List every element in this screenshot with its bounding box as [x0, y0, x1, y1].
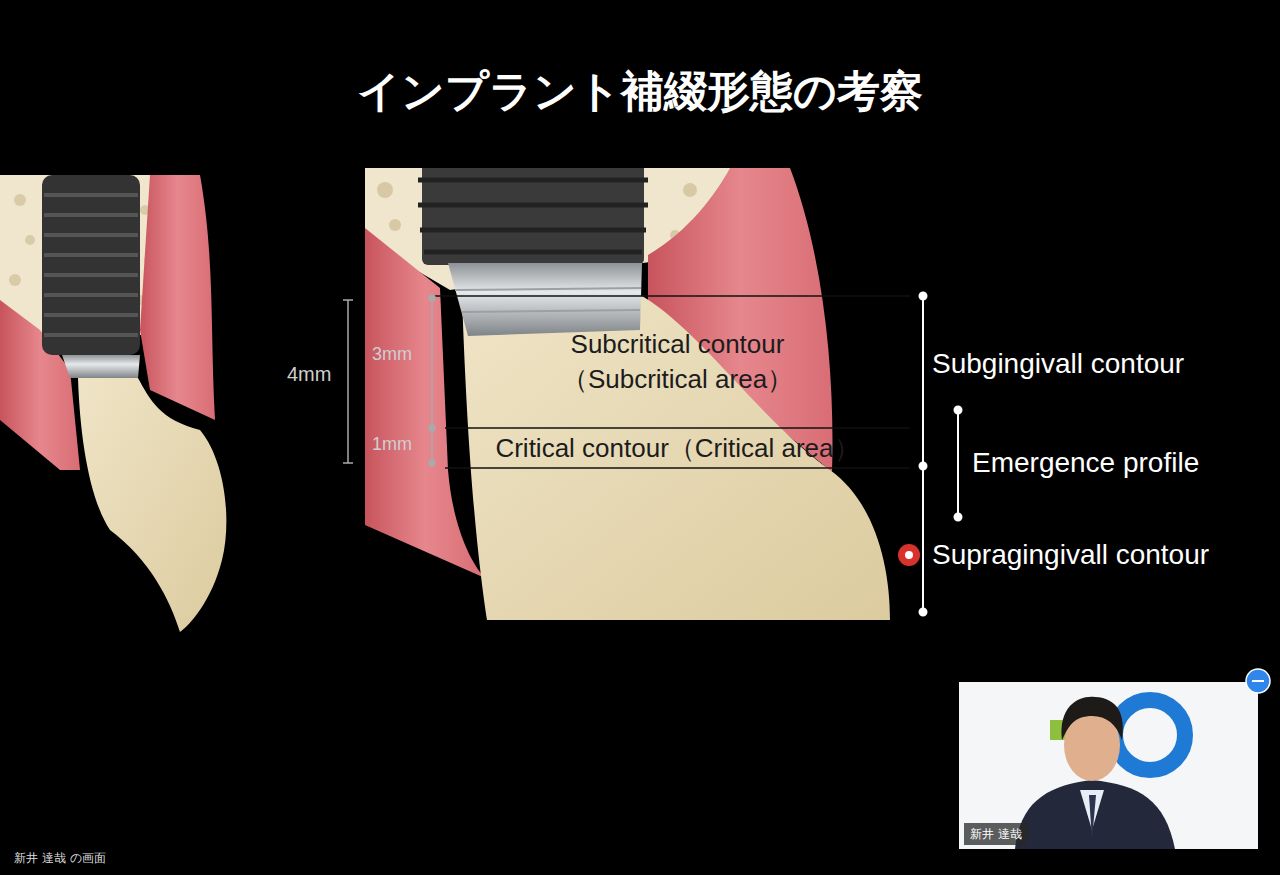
dimension-label: 1mm [372, 434, 412, 456]
name-tag: 新井 達哉 [964, 823, 1028, 845]
contour-label: Supragingivall contour [932, 538, 1209, 572]
slide-title: インプラント補綴形態の考察 [0, 62, 1280, 121]
band-text: Subcritical contour （Subcritical area） [513, 327, 843, 397]
band-text: Critical contour（Critical area） [495, 431, 859, 466]
screen-owner-label: 新井 達哉 の画面 [14, 851, 106, 865]
pointer-dot [898, 544, 920, 566]
band-text: 新井 達哉 [970, 826, 1022, 842]
band-lines [432, 296, 910, 468]
dimension-label: 4mm [287, 362, 331, 386]
webcam-view [959, 682, 1258, 849]
contour-label: Subgingivall contour [932, 347, 1184, 381]
dimension-label: 3mm [372, 344, 412, 366]
enlarged-implant-figure [365, 168, 890, 620]
dimension-lines [343, 295, 435, 466]
critical-band: Critical contour（Critical area） [445, 430, 910, 467]
small-implant-figure [0, 175, 226, 632]
subcritical-band: Subcritical contour （Subcritical area） [445, 298, 910, 426]
minimize-button [1246, 669, 1270, 693]
contour-label: Emergence profile [972, 446, 1199, 480]
